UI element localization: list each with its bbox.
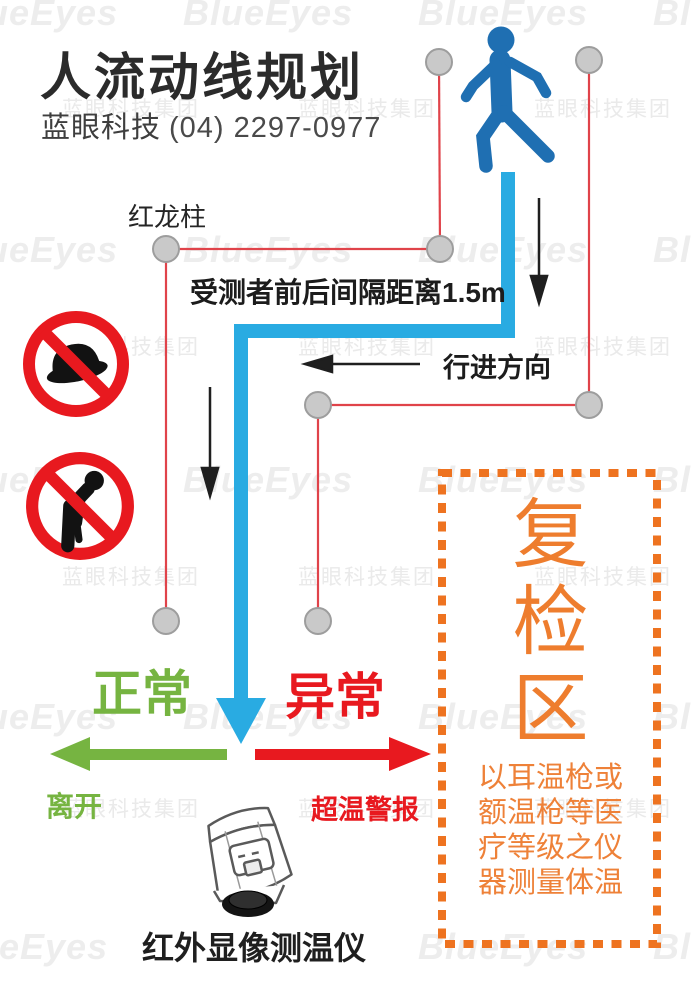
phone-number: (04) 2297-0977 (169, 112, 382, 144)
recheck-zone-border (438, 469, 661, 948)
normal-result-label: 正常 (92, 666, 192, 722)
brand-watermark: BlueEyes (653, 459, 692, 500)
brand-watermark: BlueEyes (653, 0, 692, 33)
company-contact: 蓝眼科技(04) 2297-0977 (41, 104, 381, 146)
spacing-note: 受测者前后间隔距离1.5m (190, 277, 506, 308)
recheck-zone-title: 复 检 区 (443, 492, 658, 753)
abnormal-result-label: 异常 (285, 669, 385, 725)
stanchion-node (304, 607, 332, 635)
stanchion-node (152, 235, 180, 263)
recheck-title-char: 区 (512, 667, 589, 752)
brand-watermark: BlueEyes (418, 459, 589, 500)
stanchion-node (304, 391, 332, 419)
direction-label: 行进方向 (443, 353, 551, 383)
recheck-desc-line: 以耳温枪或 (477, 762, 623, 794)
stanchion-label: 红龙柱 (128, 202, 207, 232)
normal-exit-arrow (50, 737, 227, 771)
walk-path-arrow (216, 172, 515, 744)
brand-watermark: BlueEyes (0, 696, 119, 737)
recheck-desc-line: 器测量体温 (477, 867, 623, 899)
recheck-zone-description: 以耳温枪或 额温枪等医 疗等级之仪 器测量体温 (443, 761, 658, 901)
group-watermark: 蓝眼科技集团 (534, 566, 672, 589)
brand-watermark: BlueEyes (653, 229, 692, 270)
stanchion-node (426, 235, 454, 263)
stanchion-node (425, 48, 453, 76)
stanchion-nodes (152, 46, 603, 635)
page-title: 人流动线规划 (40, 49, 365, 106)
group-watermark: 蓝眼科技集团 (62, 566, 200, 589)
thermal-camera-label: 红外显像测温仪 (142, 930, 367, 966)
group-watermark: 蓝眼科技集团 (62, 798, 200, 821)
brand-watermark: BlueEyes (0, 229, 119, 270)
group-watermark: 蓝眼科技集团 (62, 98, 200, 121)
queue-belt-lines (164, 60, 591, 621)
group-watermark: 蓝眼科技集团 (298, 98, 436, 121)
no-hat-prohibition-icon (21, 309, 131, 419)
leave-label: 离开 (46, 791, 103, 822)
brand-watermark: BlueEyes (0, 926, 109, 967)
group-watermark: 蓝眼科技集团 (534, 798, 672, 821)
stanchion-node (575, 46, 603, 74)
brand-watermark: BlueEyes (183, 696, 354, 737)
walking-person-icon (440, 20, 590, 180)
stanchion-node (152, 607, 180, 635)
brand-watermark: BlueEyes (183, 0, 354, 33)
group-watermark: 蓝眼科技集团 (534, 98, 672, 121)
brand-watermark: BlueEyes (418, 696, 589, 737)
group-watermark: 蓝眼科技集团 (298, 798, 436, 821)
group-watermark: 蓝眼科技集团 (298, 566, 436, 589)
recheck-desc-line: 疗等级之仪 (477, 832, 623, 864)
thermal-camera-icon (186, 800, 308, 922)
no-bowing-prohibition-icon (24, 450, 136, 562)
company-name: 蓝眼科技 (41, 112, 162, 144)
over-temp-alarm-label: 超温警报 (311, 795, 419, 825)
brand-watermark: BlueEyes (0, 0, 119, 33)
stanchion-node (575, 391, 603, 419)
recheck-title-char: 复 (512, 493, 589, 578)
abnormal-alert-arrow (255, 737, 431, 771)
flow-direction-arrows (200, 198, 549, 501)
group-watermark: 蓝眼科技集团 (534, 336, 672, 359)
recheck-title-char: 检 (512, 580, 589, 665)
recheck-desc-line: 额温枪等医 (477, 797, 623, 829)
group-watermark: 蓝眼科技集团 (298, 336, 436, 359)
